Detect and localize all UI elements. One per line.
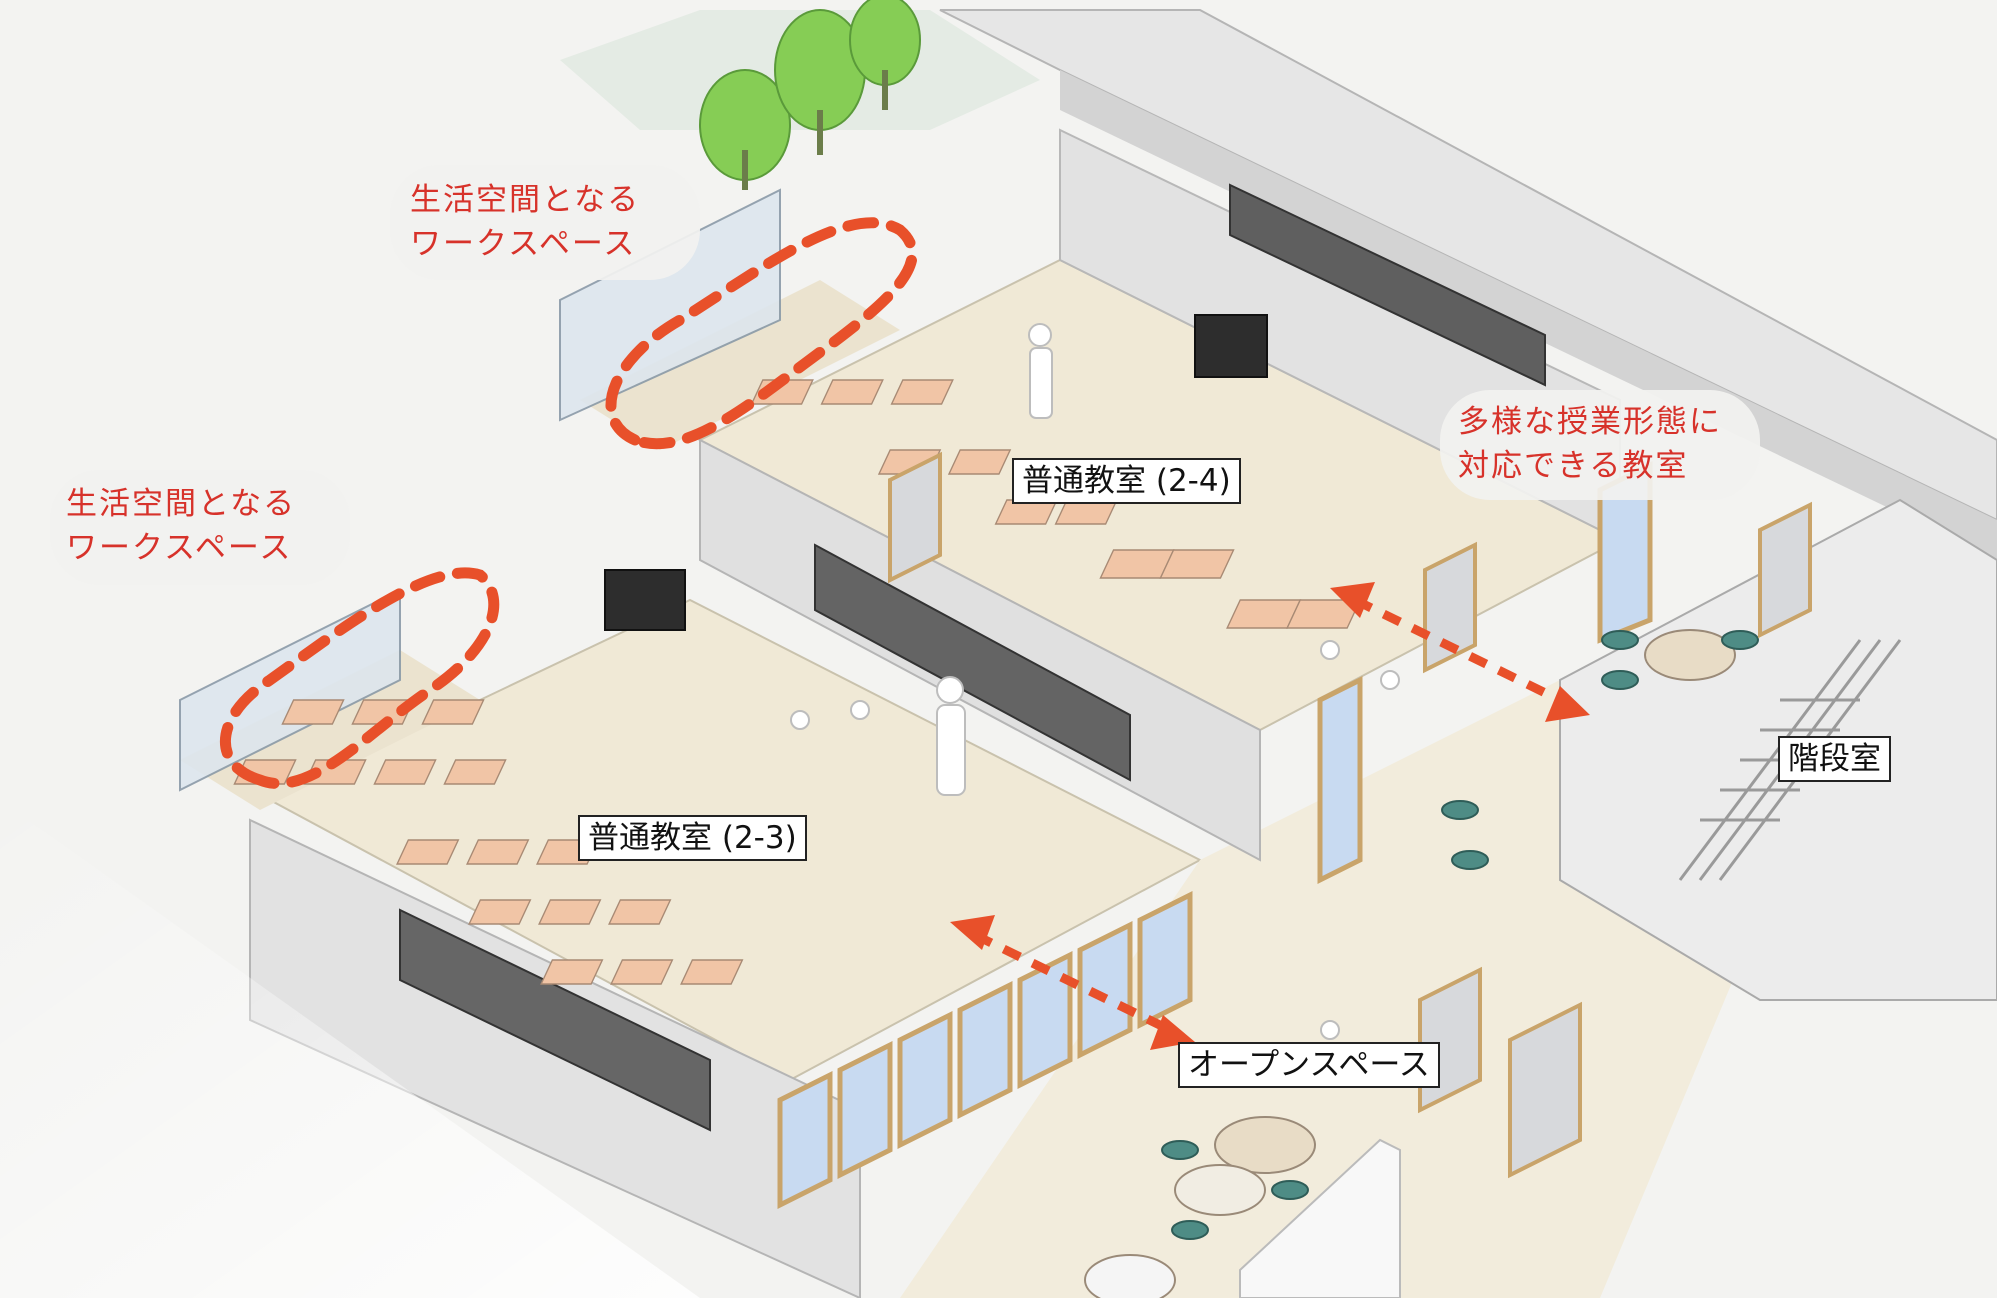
workspace-top-label: 生活空間となる ワークスペース [410, 178, 640, 266]
glass-partition [179, 188, 781, 792]
workspace-top-floor [580, 280, 900, 450]
outer-walls [939, 9, 1997, 560]
label-line: ワークスペース [66, 530, 293, 566]
blackboard [1229, 183, 1546, 387]
blackboard [399, 908, 711, 1132]
whiteboard-easel [888, 451, 1812, 1179]
tv-monitor-icon [604, 314, 1268, 631]
workspace-oval-top [605, 217, 918, 450]
person-icon [790, 323, 1400, 1040]
sliding-doors [777, 460, 1653, 1210]
label-bubble [1440, 390, 1760, 500]
round-tables [1084, 629, 1736, 1298]
courtyard [560, 0, 1040, 190]
partition-wall [699, 438, 1261, 862]
stools [1161, 630, 1759, 1240]
label-line: 多様な授業形態に [1458, 404, 1722, 440]
label-bubble [50, 470, 350, 585]
classroom-2-3-front-wall [249, 818, 861, 1298]
blackboard [814, 543, 1131, 782]
tree-icon [699, 0, 921, 190]
label-line: 生活空間となる [66, 486, 297, 522]
label-line: 生活空間となる [410, 182, 641, 218]
stairwell-label: 階段室 [1778, 736, 1891, 782]
open-space-label: オープンスペース [1178, 1042, 1440, 1088]
label-line: ワークスペース [410, 226, 637, 262]
workspace-left-label: 生活空間となる ワークスペース [66, 482, 296, 570]
room-2-3-label: 普通教室 (2-3) [578, 815, 807, 861]
label-bubble [390, 165, 700, 280]
flow-arrow [950, 582, 1590, 1050]
diverse-classroom-label: 多様な授業形態に 対応できる教室 [1458, 400, 1722, 488]
workspace-oval-left [219, 567, 500, 789]
cabinets [1239, 1138, 1401, 1298]
room-2-4-label: 普通教室 (2-4) [1012, 458, 1241, 504]
label-line: 対応できる教室 [1458, 448, 1689, 484]
